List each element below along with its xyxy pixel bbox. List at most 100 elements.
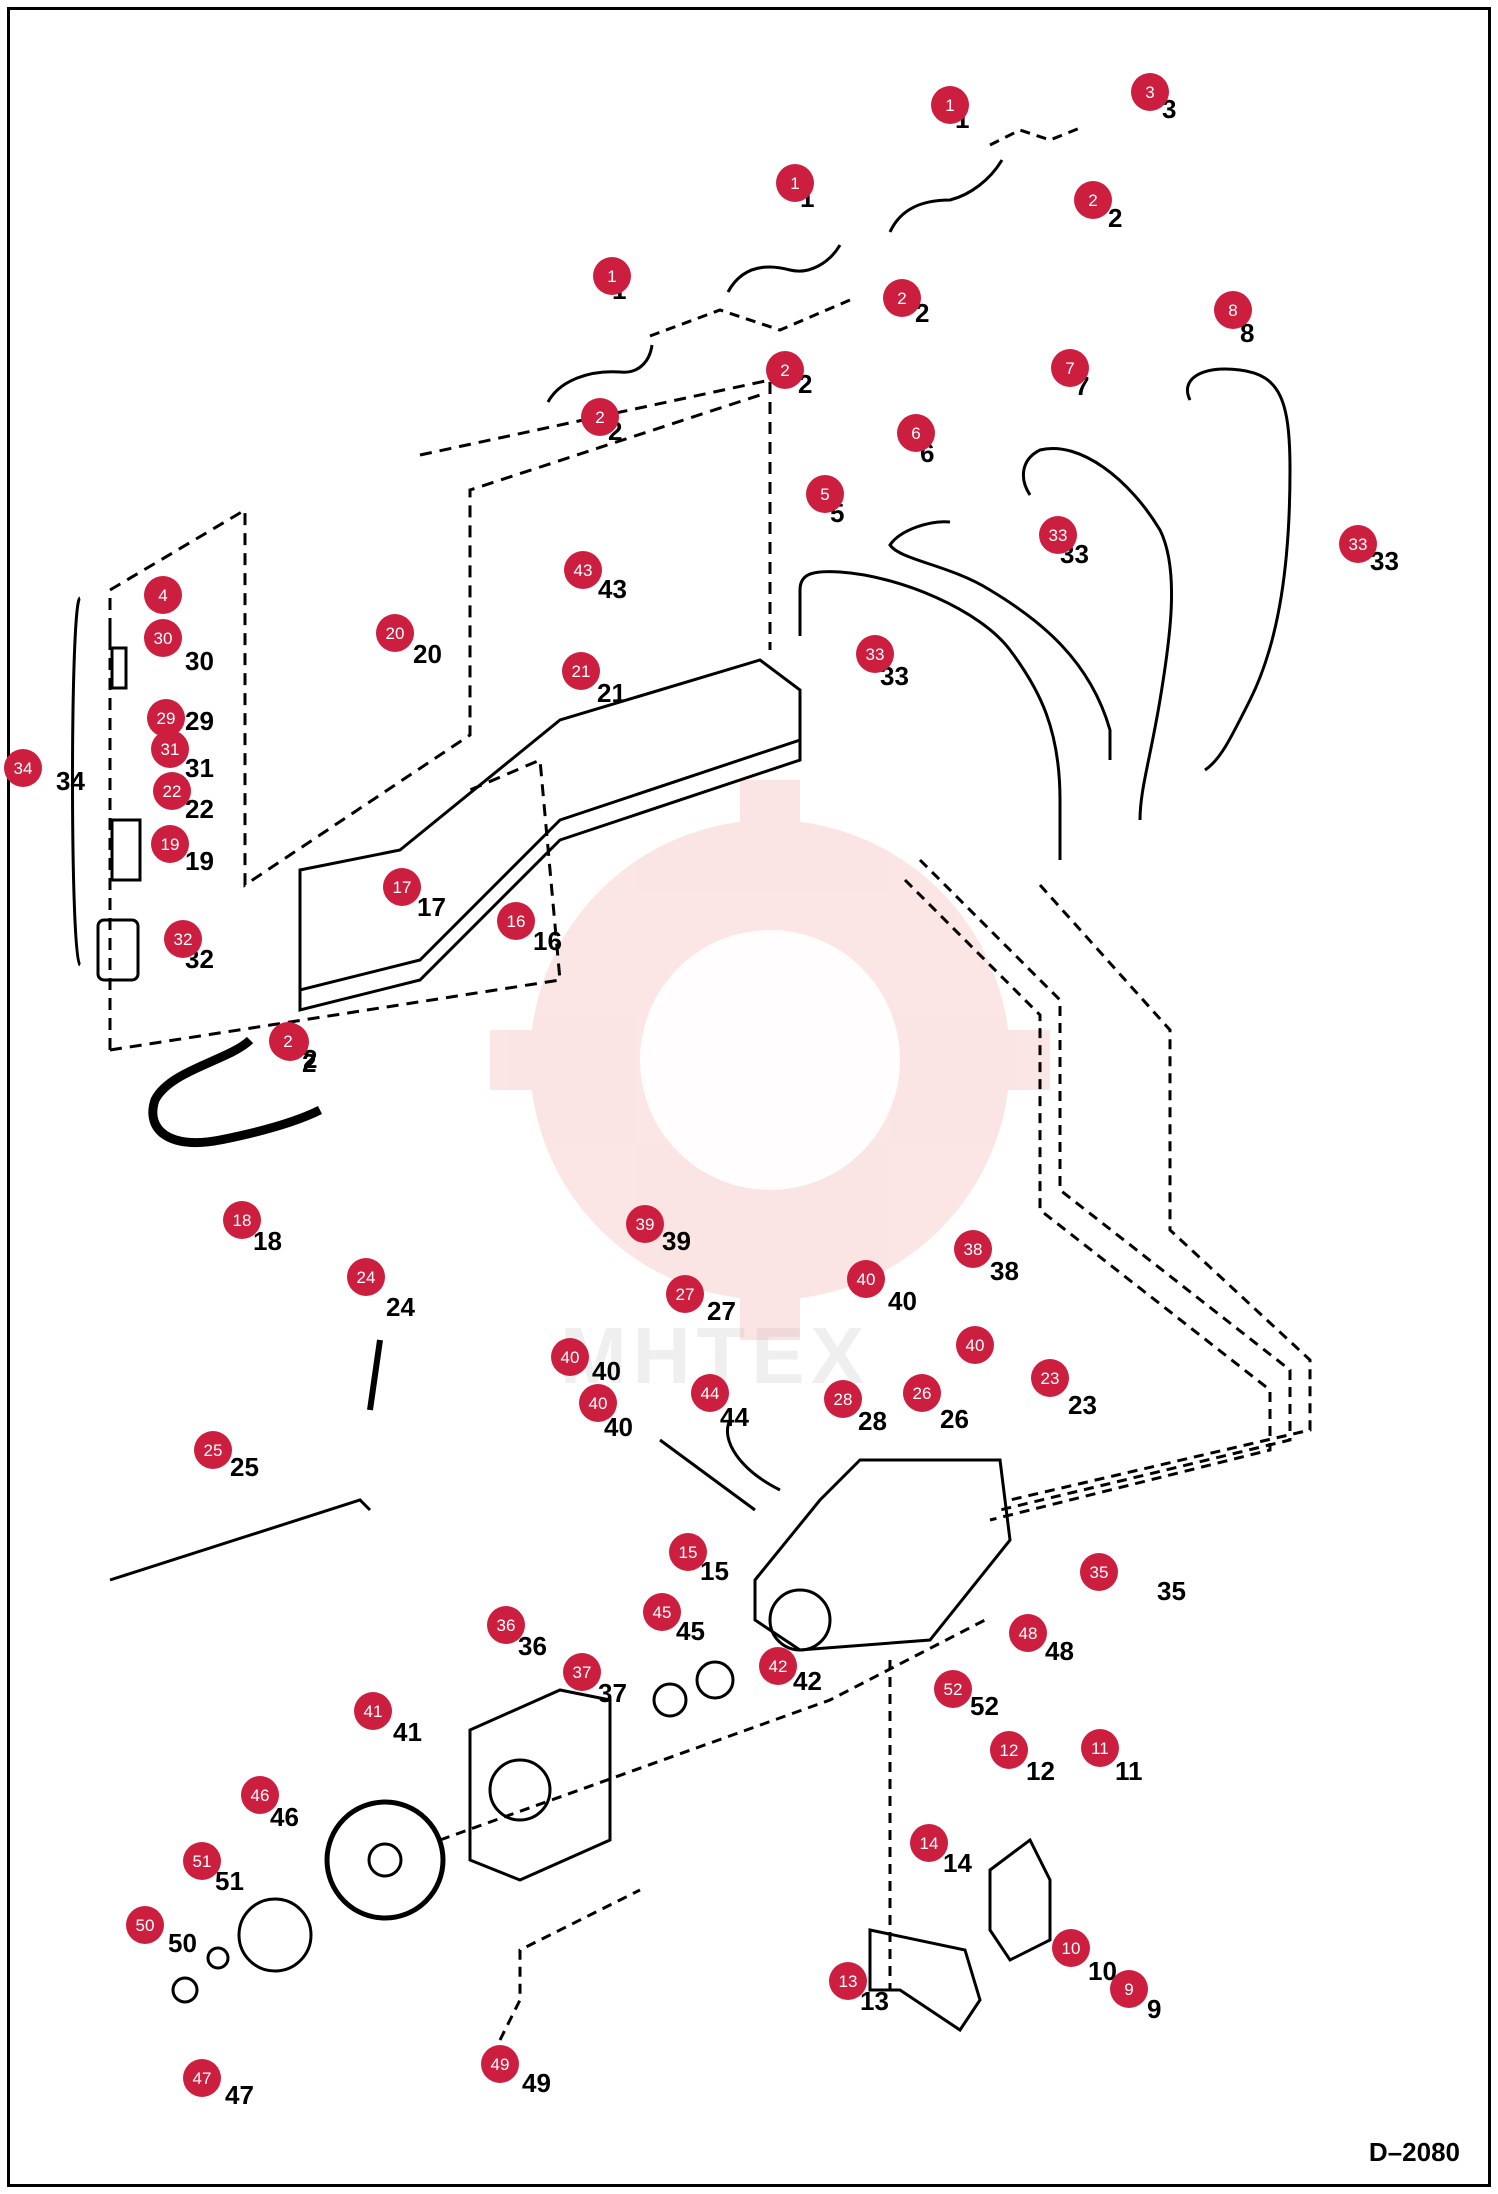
callout-circle [669,1533,707,1571]
callout-number: 30 [154,629,173,648]
part-number-label: 23 [1068,1390,1097,1420]
callout-circle [691,1374,729,1412]
callout-marker: 29 [147,699,185,737]
callout-circle [144,576,182,614]
callout-circle [481,2045,519,2083]
callout-number: 51 [193,1852,212,1871]
injector-dash-low [109,757,562,1052]
callout-marker: 21 [562,652,600,690]
injector-dash [108,393,761,1050]
callout-number: 47 [193,2069,212,2088]
callout-number: 20 [386,624,405,643]
callout-number: 1 [607,267,616,286]
callout-number: 2 [283,1032,292,1051]
callout-circle [990,1731,1028,1769]
callout-number: 10 [1062,1939,1081,1958]
callout-marker: 22 [153,772,191,810]
callout-marker: 33 [1339,525,1377,563]
callout-number: 14 [920,1834,939,1853]
callout-marker: 27 [666,1275,704,1313]
callout-marker: 34 [4,749,42,787]
injector-nozzle [110,818,142,882]
callout-marker: 2 [1074,181,1112,219]
valve-cover-lower [298,740,802,1012]
callout-marker: 40 [579,1384,617,1422]
part-number-label: 18 [253,1226,282,1256]
callout-marker: 49 [481,2045,519,2083]
pump-dash-3 [1009,883,1312,1502]
callout-marker: 26 [903,1374,941,1412]
callout-circle [1080,1553,1118,1591]
assembly-brace-34 [71,596,82,967]
callout-number: 7 [1065,359,1074,378]
callout-number: 28 [834,1390,853,1409]
part-number-label: 41 [393,1717,422,1747]
callout-marker: 17 [383,868,421,906]
injection-line-5 [798,570,1062,860]
callout-marker: 32 [164,920,202,958]
callout-marker: 28 [824,1380,862,1418]
callout-circle [1051,349,1089,387]
callout-number: 42 [769,1657,788,1676]
callout-marker: 1 [931,86,969,124]
callout-number: 45 [653,1603,672,1622]
callout-circle [581,398,619,436]
return-hose-3 [888,159,1004,233]
callout-circle [497,902,535,940]
callout-marker: 37 [563,1653,601,1691]
callout-marker: 16 [497,902,535,940]
callout-number: 40 [857,1270,876,1289]
callout-number: 8 [1228,301,1237,320]
assembly-dash-1 [439,1618,986,1842]
callout-circle [1039,516,1077,554]
callout-number: 2 [595,408,604,427]
hose-dash-mid [649,298,851,338]
callout-circle [562,652,600,690]
part-number-label: 30 [185,646,214,676]
callout-marker: 15 [669,1533,707,1571]
part-number-label: 34 [56,766,85,796]
callout-number: 41 [364,1702,383,1721]
callout-number: 29 [157,709,176,728]
part-number-label: 16 [533,926,562,956]
callout-number: 11 [1091,1739,1109,1758]
callout-marker: 11 [1081,1729,1119,1767]
callout-number: 36 [497,1616,516,1635]
diagram-frame [7,7,1491,2187]
callout-marker: 48 [1009,1614,1047,1652]
hose-dash-top [989,126,1081,147]
callout-marker: 45 [643,1593,681,1631]
callout-circle [766,351,804,389]
pump-shaft [768,1588,832,1652]
callout-circle [194,1431,232,1469]
callout-number: 22 [163,782,182,801]
callout-circle [759,1647,797,1685]
callout-circle [776,164,814,202]
callout-circle [183,1842,221,1880]
callout-number: 4 [158,586,167,605]
part-number-label: 21 [597,678,626,708]
callout-number: 46 [251,1786,270,1805]
part-number-label: 51 [215,1866,244,1896]
callout-circle [934,1670,972,1708]
callout-circle [1110,1970,1148,2008]
callout-number: 17 [393,878,412,897]
callout-circle [151,730,189,768]
callout-marker: 33 [856,635,894,673]
callout-circle [564,551,602,589]
part-number-label: 26 [940,1404,969,1434]
callout-marker: 31 [151,730,189,768]
part-number-label: 29 [185,706,214,736]
callout-circle [223,1201,261,1239]
part-number-label: 13 [860,1986,889,2016]
callout-circle [1052,1929,1090,1967]
part-number-label: 17 [417,892,446,922]
callout-circle [956,1326,994,1364]
injection-line-7 [1021,447,1174,821]
callout-circle [903,1374,941,1412]
callout-number: 2 [780,361,789,380]
callout-number: 1 [945,96,954,115]
callout-circle [1031,1359,1069,1397]
callout-number: 1 [790,174,799,193]
